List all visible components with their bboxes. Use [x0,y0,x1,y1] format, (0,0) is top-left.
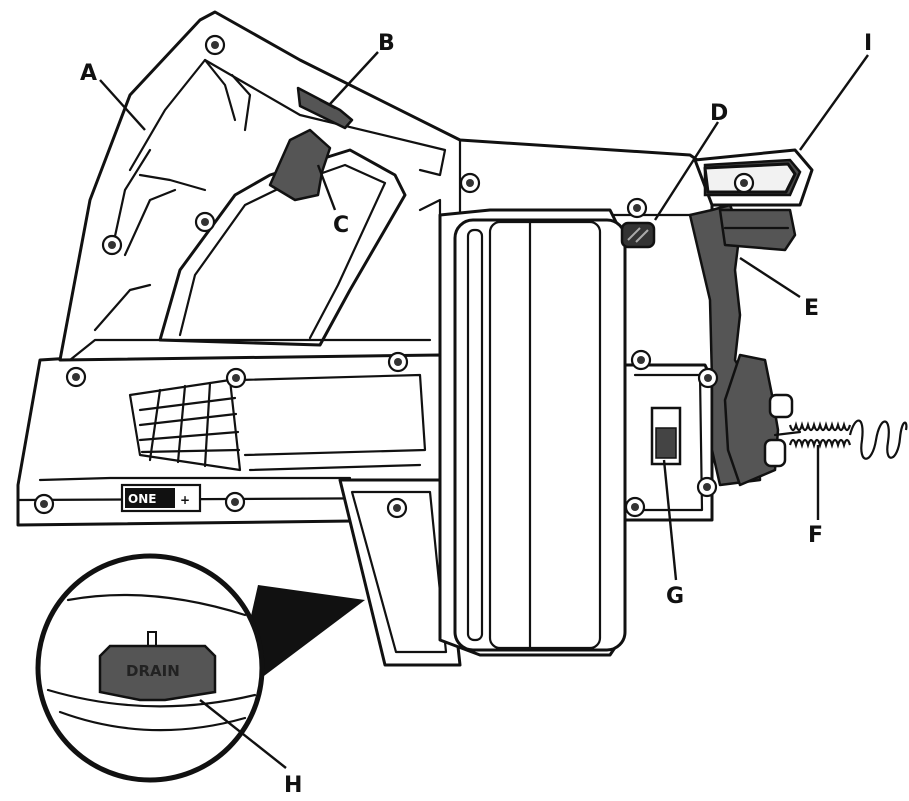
callout-i: I [864,31,872,56]
leader-g [662,459,678,581]
drain-leg [338,478,462,667]
leader-h [199,699,287,769]
screw [733,172,755,194]
callout-e: E [804,296,819,321]
direction-switch[interactable] [650,406,682,466]
callout-h: H [284,773,302,798]
speed-dial[interactable] [620,221,656,249]
drain-label: DRAIN [126,662,180,680]
zoom-pointer [232,585,365,700]
screw [194,211,216,233]
screw [459,172,481,194]
callout-labels: A B C D E F G H I [80,31,872,798]
motor-vent-grill [128,378,242,472]
leader-c [316,164,337,211]
drain-detail-zoom: DRAIN [35,553,365,783]
screw [624,496,646,518]
screw [101,234,123,256]
callout-d: D [710,101,728,126]
screw [387,351,409,373]
callout-f: F [808,523,823,548]
logo-text: ONE [128,492,156,506]
screw [697,367,719,389]
screw [386,497,408,519]
drum [453,218,627,652]
screw [225,367,247,389]
screw [33,493,55,515]
grip-opening [158,148,407,347]
callout-c: C [333,213,349,238]
leader-b [329,51,379,105]
leader-i [799,54,869,151]
callout-a: A [80,61,97,86]
screw [626,197,648,219]
drain-plug[interactable]: DRAIN [98,631,217,702]
screw [630,349,652,371]
screws [33,34,755,519]
callout-g: G [666,584,684,609]
screw [224,491,246,513]
leader-d [653,121,720,221]
screw [696,476,718,498]
leader-e [739,256,801,299]
cable-clamp [723,353,794,487]
leader-lines [99,51,869,769]
logo-plus: + [180,493,190,507]
auger-cable [773,419,908,460]
callout-b: B [378,31,395,56]
front-handle[interactable] [693,148,814,207]
leader-a [99,79,146,131]
one-plus-logo: ONE + [120,483,202,513]
lock-off-button[interactable] [296,86,354,130]
screw [65,366,87,388]
trigger-switch[interactable] [268,128,332,202]
screw [204,34,226,56]
cable-guide-housing [623,363,714,522]
